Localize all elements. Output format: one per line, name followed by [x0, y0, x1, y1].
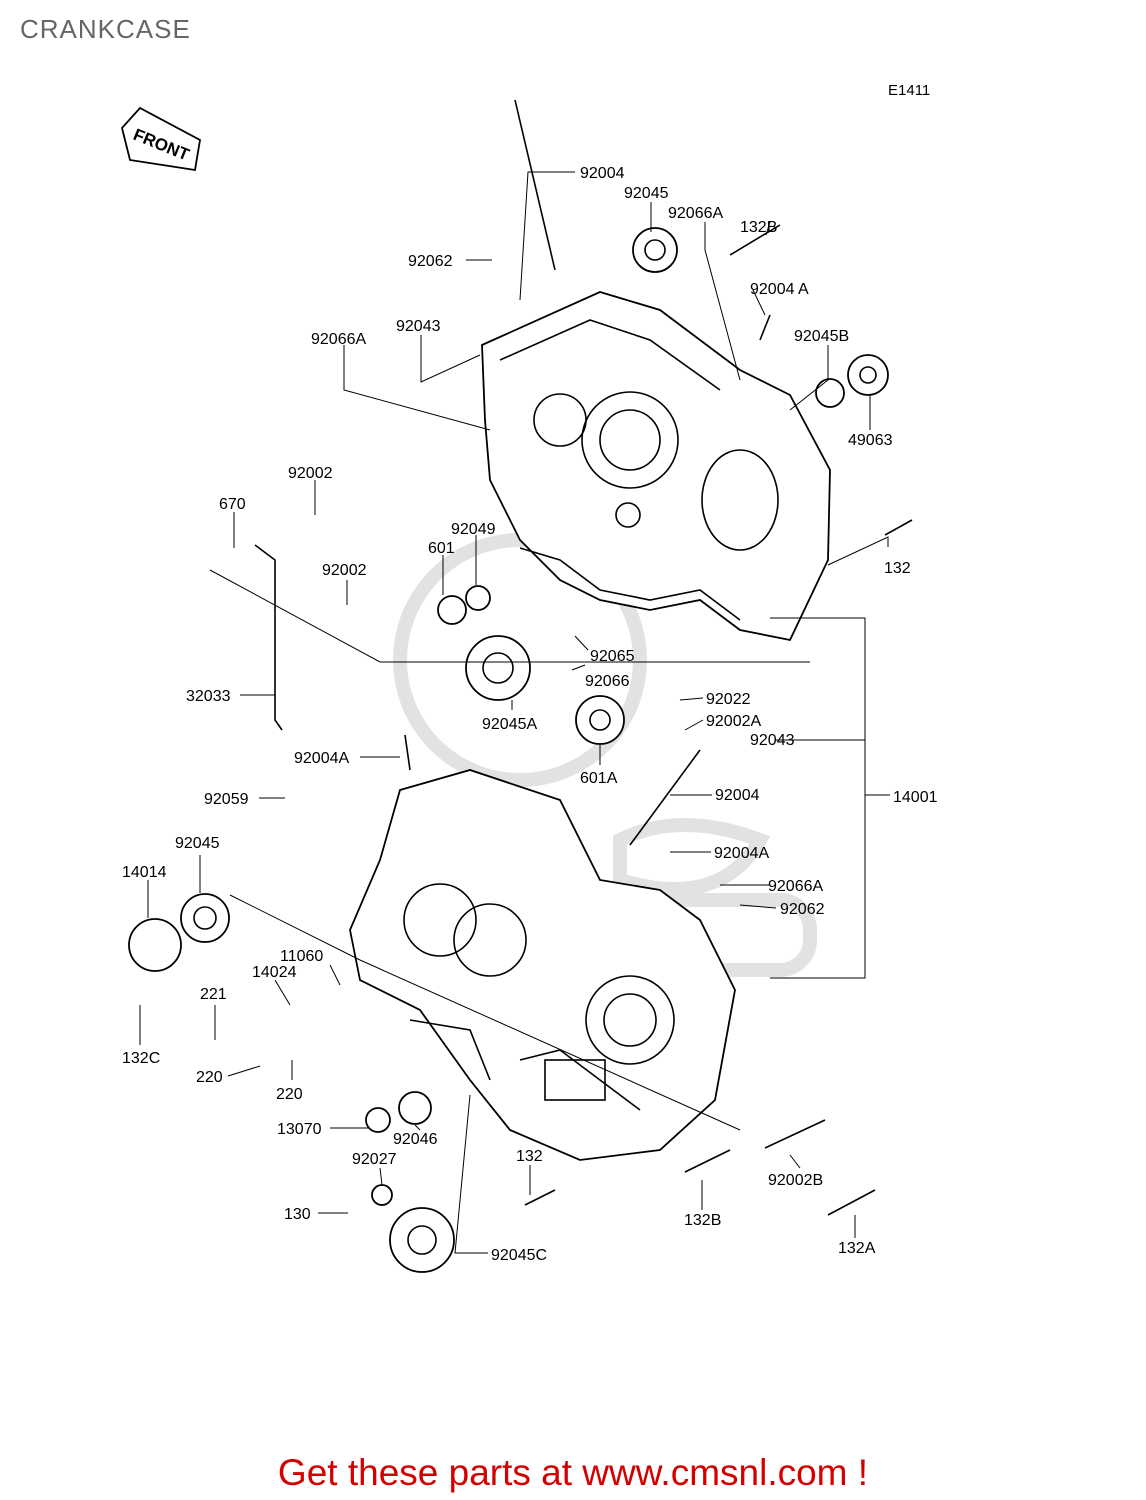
lower-crankcase-half: [349, 769, 736, 1161]
callout-220-right[interactable]: 220: [276, 1086, 303, 1103]
callout-220[interactable]: 220: [196, 1069, 223, 1086]
callout-32033[interactable]: 32033: [186, 688, 231, 705]
callout-92002-lower[interactable]: 92002: [322, 562, 367, 579]
callout-92045[interactable]: 92045: [624, 185, 669, 202]
callout-92062[interactable]: 92062: [408, 253, 453, 270]
callout-92049[interactable]: 92049: [451, 521, 496, 538]
callout-92043[interactable]: 92043: [396, 318, 441, 335]
callout-92066[interactable]: 92066: [585, 673, 630, 690]
callout-92059[interactable]: 92059: [204, 791, 249, 808]
callout-92043-right[interactable]: 92043: [750, 732, 795, 749]
upper-crankcase-half: [481, 291, 831, 642]
leader-lines: [139, 171, 890, 1254]
callout-130[interactable]: 130: [284, 1206, 311, 1223]
front-arrow-icon: FRONT: [121, 106, 201, 172]
callout-132b-lower[interactable]: 132B: [684, 1212, 721, 1229]
callout-92065[interactable]: 92065: [590, 648, 635, 665]
callout-92066a[interactable]: 92066A: [668, 205, 723, 222]
callout-13070[interactable]: 13070: [277, 1121, 322, 1138]
callout-221[interactable]: 221: [200, 986, 227, 1003]
callout-92066a-left[interactable]: 92066A: [311, 331, 366, 348]
bearing-parts: [128, 227, 889, 1273]
studs-and-bolts: [254, 99, 913, 1216]
callout-92045-left[interactable]: 92045: [175, 835, 220, 852]
callout-92004a[interactable]: 92004 A: [750, 281, 809, 298]
callout-92062-lower[interactable]: 92062: [780, 901, 825, 918]
footer-link[interactable]: Get these parts at www.cmsnl.com !: [277, 1452, 869, 1493]
callout-601a[interactable]: 601A: [580, 770, 618, 787]
callout-92004-lower[interactable]: 92004: [715, 787, 760, 804]
callout-92045b[interactable]: 92045B: [794, 328, 849, 345]
callout-601[interactable]: 601: [428, 540, 455, 557]
callout-92004[interactable]: 92004: [580, 165, 625, 182]
callout-670[interactable]: 670: [219, 496, 246, 513]
callout-92027[interactable]: 92027: [352, 1151, 397, 1168]
callout-132b[interactable]: 132B: [740, 219, 777, 236]
callout-92002b[interactable]: 92002B: [768, 1172, 823, 1189]
callout-49063[interactable]: 49063: [848, 432, 893, 449]
callout-132[interactable]: 132: [884, 560, 911, 577]
callout-92004a-left[interactable]: 92004A: [294, 750, 349, 767]
callout-92046[interactable]: 92046: [393, 1131, 438, 1148]
callout-14014[interactable]: 14014: [122, 864, 167, 881]
callout-92004a-lower[interactable]: 92004A: [714, 845, 769, 862]
part-callouts: 92004 92045 92066A 132B 92062 92004 A 92…: [122, 165, 938, 1264]
callout-14024[interactable]: 14024: [252, 964, 297, 981]
callout-92066a-lower[interactable]: 92066A: [768, 878, 823, 895]
callout-92045c[interactable]: 92045C: [491, 1247, 547, 1264]
drawing-code: E1411: [888, 82, 930, 99]
callout-92002[interactable]: 92002: [288, 465, 333, 482]
callout-132-lower[interactable]: 132: [516, 1148, 543, 1165]
callout-132c[interactable]: 132C: [122, 1050, 160, 1067]
callout-132a[interactable]: 132A: [838, 1240, 876, 1257]
callout-92002a[interactable]: 92002A: [706, 713, 761, 730]
callout-92045a[interactable]: 92045A: [482, 716, 537, 733]
page-title: CRANKCASE: [20, 14, 191, 44]
callout-11060[interactable]: 11060: [280, 948, 323, 965]
callout-92022[interactable]: 92022: [706, 691, 751, 708]
callout-14001[interactable]: 14001: [893, 789, 938, 806]
